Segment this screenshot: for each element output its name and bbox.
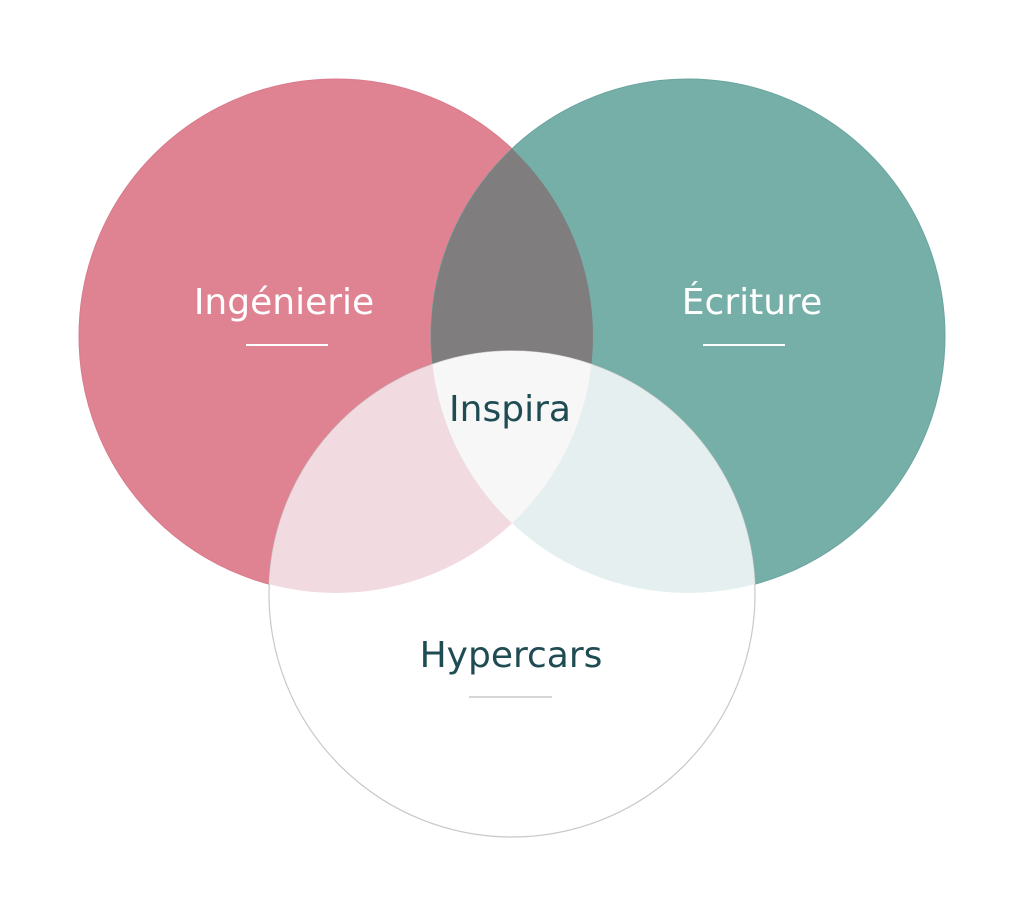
label-writing: Écriture <box>682 281 822 323</box>
label-engineering: Ingénierie <box>194 282 374 323</box>
overlap-writing-hypercars <box>431 351 755 593</box>
overlap-engineering-hypercars <box>269 351 593 593</box>
label-intersection: Inspira <box>449 389 571 430</box>
label-hypercars: Hypercars <box>420 635 603 676</box>
